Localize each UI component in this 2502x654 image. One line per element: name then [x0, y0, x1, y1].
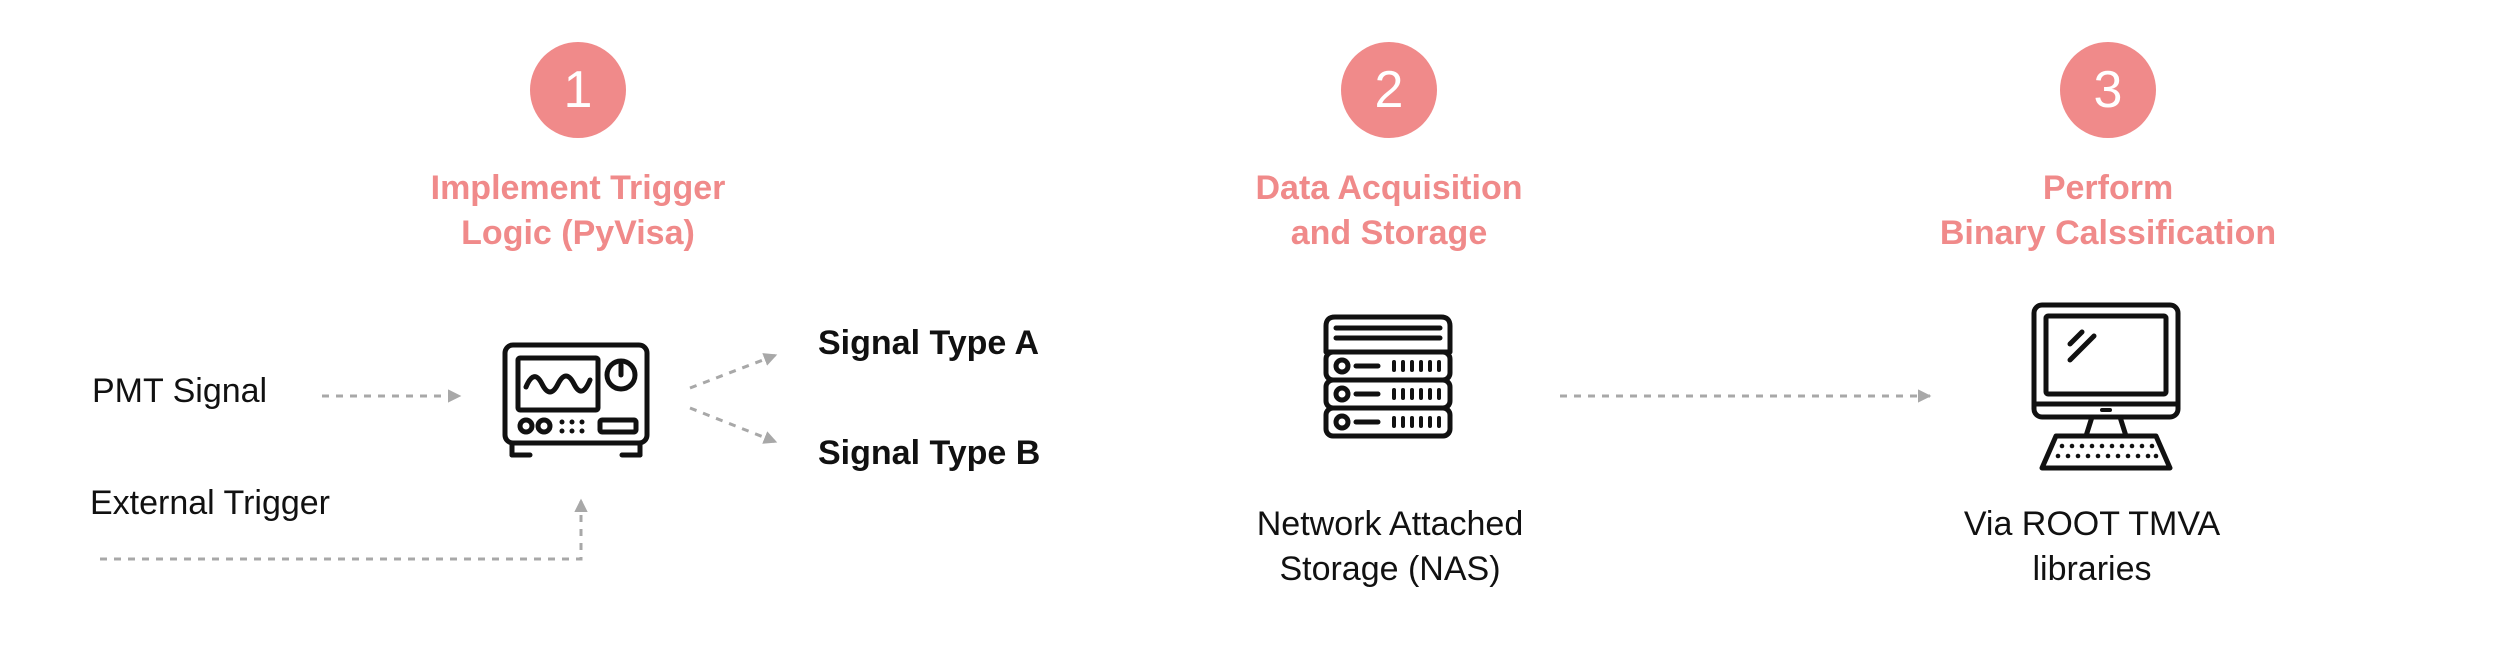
step-1-title-line2: Logic (PyVisa)	[461, 214, 695, 252]
step-3-title-line2: Binary Calssification	[1939, 214, 2277, 252]
step-1-badge: 1	[530, 42, 626, 138]
step-3-badge: 3	[2060, 42, 2156, 138]
scope-to-signal-a-arrow	[689, 353, 778, 390]
nas-caption: Network Attached Storage (NAS)	[1180, 502, 1600, 592]
step-3-title: Perform Binary Calssification	[1848, 166, 2368, 256]
step-2-title: Data Acquisition and Storage	[1129, 166, 1649, 256]
nas-caption-line1: Network Attached	[1256, 505, 1524, 543]
step-3-title-line1: Perform	[2042, 169, 2174, 207]
pmt-signal-label: PMT Signal	[92, 372, 268, 410]
signal-type-b-label: Signal Type B	[818, 434, 1041, 472]
step-2-badge: 2	[1341, 42, 1437, 138]
step-3-number: 3	[2093, 61, 2123, 119]
step-1-title: Implement Trigger Logic (PyVisa)	[318, 166, 838, 256]
step-2-title-line1: Data Acquisition	[1255, 169, 1523, 207]
step-2-number: 2	[1374, 61, 1404, 119]
external-trigger-label: External Trigger	[90, 484, 330, 522]
step-1-title-line1: Implement Trigger	[430, 169, 726, 207]
nas-caption-line2: Storage (NAS)	[1279, 550, 1501, 588]
trigger-to-scope-arrow	[100, 498, 588, 561]
step-2-title-line2: and Storage	[1290, 214, 1488, 252]
signal-type-a-label: Signal Type A	[818, 324, 1040, 362]
scope-to-signal-b-arrow	[689, 406, 778, 444]
step-1-number: 1	[563, 61, 593, 119]
server-stack-icon	[1318, 312, 1458, 457]
tmva-caption: Via ROOT TMVA libraries	[1882, 502, 2302, 592]
tmva-caption-line2: libraries	[2032, 550, 2152, 588]
desktop-computer-icon	[2026, 300, 2186, 481]
tmva-caption-line1: Via ROOT TMVA	[1963, 505, 2221, 543]
oscilloscope-icon	[500, 340, 652, 465]
